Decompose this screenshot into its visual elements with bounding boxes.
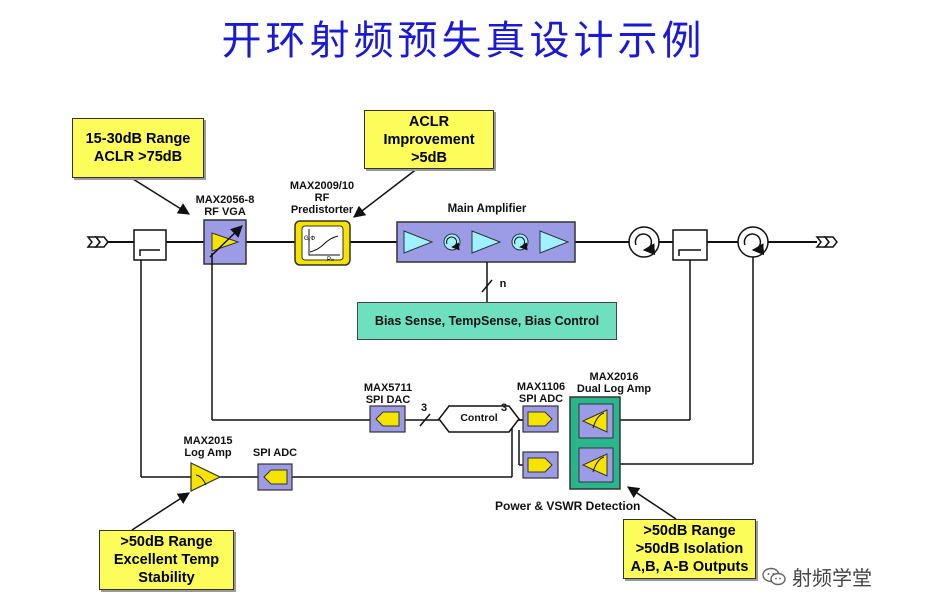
wechat-icon [762,567,786,585]
label-line: MAX2016 [589,371,639,383]
label-line: SPI ADC [518,393,564,405]
bias-control-box: Bias Sense, TempSense, Bias Control [357,302,617,340]
spi-dac-chip [369,405,406,433]
output-coupler-icon [672,229,708,261]
control-block [438,405,520,433]
callout-dual-range: >50dB Range >50dB Isolation A,B, A-B Out… [623,519,756,579]
callout-text: >50dB Range [120,534,213,550]
main-amplifier-block [396,221,576,263]
watermark: 射频学堂 [762,562,872,591]
spi-adc-chip [257,463,293,491]
bias-control-label: Bias Sense, TempSense, Bias Control [374,314,600,328]
adc1106-label: MAX1106 SPI ADC [503,381,579,405]
label-line: Dual Log Amp [576,383,652,395]
label-line: MAX2056-8 [195,194,255,206]
label-line: Log Amp [184,447,232,459]
power-vswr-label: Power & VSWR Detection [495,499,641,513]
label-line: MAX2015 [183,435,233,447]
log-amp-icon [190,462,222,492]
bus-n-label: n [499,278,507,290]
label-line: RF [314,192,330,204]
callout-log-range: >50dB Range Excellent Temp Stability [99,530,234,590]
predistorter-label: MAX2009/10 RF Predistorter [282,180,362,216]
circulator-2-icon [737,226,769,258]
svg-text:Pin: Pin [327,257,334,263]
svg-text:G,Φ: G,Φ [304,236,315,242]
label-line: SPI DAC [365,394,411,406]
input-coupler-icon [133,229,167,261]
label-line: Predistorter [290,204,354,216]
label-line: MAX1106 [516,381,566,393]
callout-text: Stability [138,570,195,586]
spi-adc-label: SPI ADC [252,447,298,459]
bus-3-right-label: 3 [500,402,508,414]
circulator-1-icon [628,226,660,258]
callout-aclr: ACLR Improvement >5dB [364,110,494,169]
callout-text: ACLR [408,113,450,130]
spi-adc-max1106-chip-2 [522,451,559,479]
dual-log-label: MAX2016 Dual Log Amp [569,371,659,395]
page-title: 开环射频预失真设计示例 [221,18,706,64]
predistorter-block: G,Φ Pin [294,220,351,266]
spi-adc-max1106-chip [522,405,559,433]
bus-3-left-label: 3 [420,402,428,414]
rf-vga-block [203,219,247,265]
bias-bus [481,262,493,302]
vga-label: MAX2056-8 RF VGA [185,194,265,218]
callout-text: Improvement [383,131,475,148]
callout-text: ACLR >75dB [93,149,183,165]
dac-label: MAX5711 SPI DAC [350,382,426,406]
log-amp-label: MAX2015 Log Amp [168,435,248,459]
callout-text: Excellent Temp [113,552,220,568]
watermark-text: 射频学堂 [792,568,872,590]
callout-pointers [131,167,677,531]
callout-text: >50dB Range [643,523,736,539]
callout-text: 15-30dB Range [85,131,191,147]
callout-text: >50dB Isolation [635,541,744,557]
label-line: RF VGA [204,206,246,218]
callout-text: A,B, A-B Outputs [630,559,749,575]
callout-text: >5dB [411,149,447,166]
main-amp-label: Main Amplifier [447,203,527,215]
rf-output-connector [815,236,838,248]
control-label: Control [460,412,498,424]
label-line: MAX5711 [363,382,413,394]
callout-vga-range: 15-30dB Range ACLR >75dB [72,118,204,178]
label-line: MAX2009/10 [289,180,355,192]
rf-input-connector [86,236,109,248]
dual-log-amp-block [569,396,621,490]
